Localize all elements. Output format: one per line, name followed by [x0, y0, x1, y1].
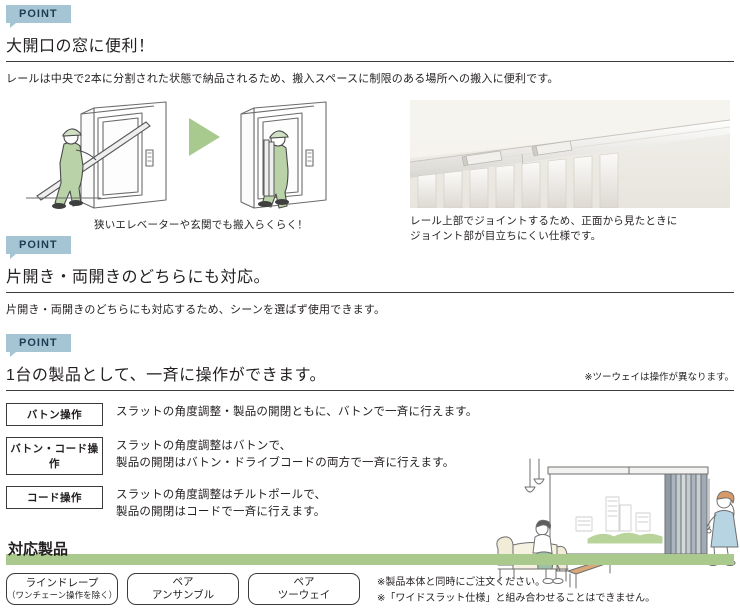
- section-heading: 1台の製品として、一斉に操作ができます。: [6, 367, 327, 384]
- operation-description-line: 製品の開閉はバトン・ドライブコードの両方で一斉に行えます。: [116, 456, 455, 469]
- section-note: ※ツーウェイは操作が異なります。: [584, 372, 734, 383]
- green-underline-bar: [6, 554, 734, 565]
- heading-divider: [6, 61, 734, 62]
- operation-label-baton: バトン操作: [6, 403, 103, 426]
- compatible-products-title-wrap: 対応製品: [6, 538, 734, 565]
- point-badge: POINT: [6, 5, 71, 28]
- operation-description-line: 製品の開閉はコードで一斉に行えます。: [116, 505, 326, 518]
- section-body-text: レールは中央で2本に分割された状態で納品されるため、搬入スペースに制限のある場所…: [6, 73, 559, 85]
- elevator-delivery-illustration: [6, 100, 396, 220]
- photo-caption-line-1: レール上部でジョイントするため、正面から見たときに: [410, 214, 678, 227]
- operation-description: スラットの角度調整・製品の開閉ともに、バトンで一斉に行えます。: [116, 403, 478, 421]
- point-badge: POINT: [6, 334, 71, 357]
- product-note-line: ※「ワイドスラット仕様」と組み合わせることはできません。: [377, 592, 656, 604]
- operation-description: スラットの角度調整はバトンで、 製品の開閉はバトン・ドライブコードの両方で一斉に…: [116, 437, 455, 471]
- operation-row: バトン操作 スラットの角度調整・製品の開閉ともに、バトンで一斉に行えます。: [6, 403, 734, 426]
- operation-description-line: スラットの角度調整はチルトポールで、: [116, 489, 327, 501]
- operation-label-cord: コード操作: [6, 486, 103, 509]
- product-subtext: アンサンブル: [151, 589, 215, 601]
- illustration-caption: 狭いエレベーターや玄関でも搬入らくらく！: [94, 218, 308, 231]
- product-button-line-drape[interactable]: ラインドレープ （ワンチェーン操作を除く）: [6, 573, 118, 605]
- section1-media-area: 狭いエレベーターや玄関でも搬入らくらく！: [6, 99, 734, 242]
- product-name: ペア: [172, 575, 194, 588]
- operation-label-baton-cord: バトン・コード操作: [6, 437, 103, 475]
- rail-joint-photo: [410, 99, 730, 208]
- operation-description-line: スラットの角度調整はバトンで、: [116, 440, 292, 452]
- photo-caption-line-2: ジョイント部が目立ちにくい仕様です。: [410, 229, 602, 242]
- product-notes: ※製品本体と同時にご注文ください。 ※「ワイドスラット仕様」と組み合わせることは…: [377, 573, 655, 606]
- product-subtext: ツーウェイ: [277, 589, 331, 601]
- product-note-line: ※製品本体と同時にご注文ください。: [377, 577, 546, 588]
- operation-row: コード操作 スラットの角度調整はチルトポールで、 製品の開閉はコードで一斉に行え…: [6, 486, 734, 520]
- compatible-products-section: 対応製品 ラインドレープ （ワンチェーン操作を除く） ペア アンサンブル ペア …: [6, 538, 734, 606]
- heading-divider: [6, 292, 734, 293]
- compatible-products-title: 対応製品: [8, 541, 69, 558]
- point-badge: POINT: [6, 236, 71, 259]
- operation-row: バトン・コード操作 スラットの角度調整はバトンで、 製品の開閉はバトン・ドライブ…: [6, 437, 734, 475]
- product-buttons-row: ラインドレープ （ワンチェーン操作を除く） ペア アンサンブル ペア ツーウェイ…: [6, 573, 734, 606]
- section3-heading-row: 1台の製品として、一斉に操作ができます。 ※ツーウェイは操作が異なります。: [6, 361, 734, 385]
- section-open-types: POINT 片開き・両開きのどちらにも対応。 片開き・両開きのどちらにも対応する…: [6, 235, 734, 319]
- section-heading: 片開き・両開きのどちらにも対応。: [6, 269, 271, 286]
- operation-description: スラットの角度調整はチルトポールで、 製品の開閉はコードで一斉に行えます。: [116, 486, 326, 520]
- product-name: ペア: [293, 575, 315, 588]
- product-button-pair-twoway[interactable]: ペア ツーウェイ: [248, 573, 360, 605]
- section-body-text: 片開き・両開きのどちらにも対応するため、シーンを選ばず使用できます。: [6, 304, 386, 316]
- heading-divider: [6, 390, 734, 391]
- operation-description-line: スラットの角度調整・製品の開閉ともに、バトンで一斉に行えます。: [116, 406, 478, 418]
- section-single-operation: POINT 1台の製品として、一斉に操作ができます。 ※ツーウェイは操作が異なり…: [6, 333, 739, 589]
- photo-caption: レール上部でジョイントするため、正面から見たときに ジョイント部が目立ちにくい仕…: [410, 214, 730, 244]
- product-button-pair-ensemble[interactable]: ペア アンサンブル: [127, 573, 239, 605]
- product-subtext: （ワンチェーン操作を除く）: [7, 590, 118, 601]
- operation-methods-list: バトン操作 スラットの角度調整・製品の開閉ともに、バトンで一斉に行えます。 バト…: [6, 403, 739, 589]
- product-name: ラインドレープ: [25, 577, 99, 590]
- section-heading: 大開口の窓に便利！: [6, 38, 155, 55]
- rail-joint-photo-block: レール上部でジョイントするため、正面から見たときに ジョイント部が目立ちにくい仕…: [410, 99, 730, 244]
- process-arrow: [189, 117, 220, 156]
- section-large-opening: POINT 大開口の窓に便利！ レールは中央で2本に分割された状態で納品されるた…: [6, 4, 734, 242]
